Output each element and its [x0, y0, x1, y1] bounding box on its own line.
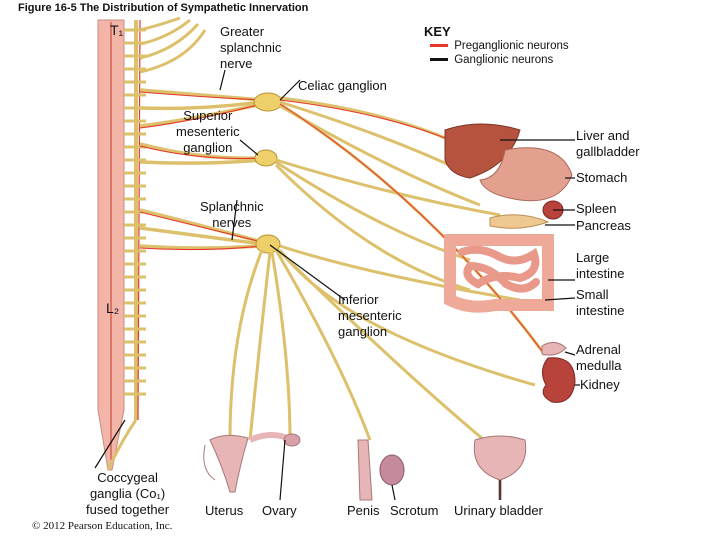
postganglionic-accent — [279, 99, 546, 356]
key-item-label: Preganglionic neurons — [454, 40, 569, 52]
key-item-label: Ganglionic neurons — [454, 54, 554, 66]
key-legend: KEY Preganglionic neurons Ganglionic neu… — [424, 24, 569, 67]
penis — [357, 439, 373, 501]
label-penis: Penis — [347, 503, 380, 518]
pancreas — [489, 214, 550, 229]
label-small-intestine: Small intestine — [576, 287, 624, 319]
key-item-ganglionic: Ganglionic neurons — [430, 53, 569, 67]
spinal-cord — [97, 19, 125, 471]
label-line: splanchnic — [220, 40, 282, 55]
label-scrotum: Scrotum — [390, 503, 439, 518]
label-large-intestine: Large intestine — [576, 250, 624, 282]
uterus — [203, 434, 249, 493]
label-splanchnic-nerves: Splanchnic nerves — [200, 199, 264, 231]
label-line: fused together — [86, 502, 170, 517]
label-uterus: Uterus — [205, 503, 244, 518]
label-line: intestine — [576, 266, 625, 281]
kidney — [542, 357, 576, 403]
label-line: Large — [576, 250, 610, 265]
label-line: mesenteric — [176, 124, 240, 139]
copyright-notice: © 2012 Pearson Education, Inc. — [32, 520, 173, 532]
label-t1: T₁ — [110, 22, 124, 38]
label-line: Greater — [220, 24, 265, 39]
label-line: gallbladder — [576, 144, 640, 159]
label-line: medulla — [576, 358, 622, 373]
leader-lines — [94, 69, 580, 501]
label-adrenal-medulla: Adrenal medulla — [576, 342, 622, 374]
label-greater-splanchnic-nerve: Greater splanchnic nerve — [220, 24, 281, 72]
label-urinary-bladder: Urinary bladder — [454, 503, 543, 518]
ganglionic-swatch — [430, 58, 448, 62]
scrotum — [379, 454, 405, 486]
sympathetic-chain — [106, 19, 141, 471]
preganglionic-swatch — [430, 44, 448, 48]
adrenal-medulla — [541, 342, 567, 356]
label-kidney: Kidney — [580, 377, 620, 392]
label-coccygeal-ganglia: Coccygeal ganglia (Co₁) fused together — [86, 470, 169, 518]
label-line: Superior — [183, 108, 233, 123]
ovary — [248, 432, 301, 447]
upper-rami — [139, 16, 207, 74]
preganglionic-lines — [139, 91, 263, 251]
label-line: Small — [576, 287, 609, 302]
label-line: Adrenal — [576, 342, 621, 357]
stomach — [479, 147, 573, 202]
figure-title: Figure 16-5 The Distribution of Sympathe… — [18, 2, 309, 14]
label-line: ganglion — [338, 324, 388, 339]
label-spleen: Spleen — [576, 201, 617, 216]
label-line: Splanchnic — [200, 199, 264, 214]
large-intestine — [444, 234, 554, 313]
label-inferior-mesenteric-ganglion: Inferior mesenteric ganglion — [338, 292, 402, 340]
superior-mesenteric-ganglion — [254, 149, 278, 167]
label-l2: L₂ — [106, 300, 120, 316]
label-line: Liver and — [576, 128, 630, 143]
label-line: Inferior — [338, 292, 379, 307]
celiac-ganglion — [253, 92, 283, 112]
key-title: KEY — [424, 24, 451, 39]
label-superior-mesenteric-ganglion: Superior mesenteric ganglion — [176, 108, 240, 156]
label-liver-gallbladder: Liver and gallbladder — [576, 128, 640, 160]
label-line: ganglia (Co₁) — [89, 486, 166, 501]
label-stomach: Stomach — [576, 170, 628, 185]
label-line: intestine — [576, 303, 625, 318]
key-item-preganglionic: Preganglionic neurons — [430, 39, 569, 53]
label-line: ganglion — [183, 140, 233, 155]
small-intestine — [458, 245, 540, 293]
label-line: nerve — [220, 56, 253, 71]
label-line: Coccygeal — [97, 470, 158, 485]
label-line: nerves — [212, 215, 252, 230]
label-line: mesenteric — [338, 308, 402, 323]
label-celiac-ganglion: Celiac ganglion — [298, 78, 387, 93]
label-pancreas: Pancreas — [576, 218, 631, 233]
label-ovary: Ovary — [262, 503, 297, 518]
